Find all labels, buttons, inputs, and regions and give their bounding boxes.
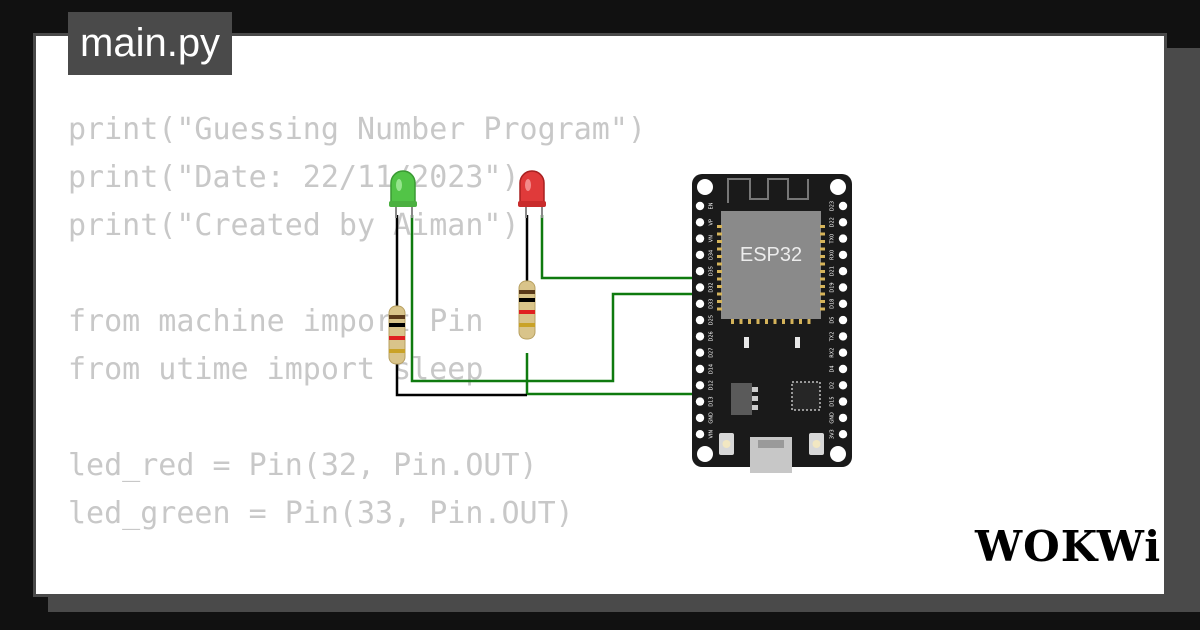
mounting-hole: [697, 446, 713, 462]
header-pin[interactable]: [695, 315, 705, 325]
header-left: [695, 201, 705, 439]
pin-label: D12: [709, 380, 715, 390]
header-pin[interactable]: [838, 430, 848, 439]
green-led[interactable]: [389, 170, 417, 218]
pin-label: VIN: [709, 430, 715, 439]
pin-label: D21: [830, 266, 836, 276]
wire-ground: [395, 348, 527, 397]
code-line: from utime import sleep: [68, 352, 484, 387]
wire-green-led-to-d33: [410, 215, 700, 383]
resistor-red-led[interactable]: [518, 280, 536, 340]
wokwi-logo: WOKWi: [975, 522, 1162, 571]
boot-button[interactable]: [719, 433, 734, 455]
header-pin[interactable]: [838, 283, 848, 292]
header-pin[interactable]: [695, 299, 705, 308]
pin-label: D33: [709, 299, 715, 309]
header-pin[interactable]: [695, 234, 705, 243]
resistor-green-led[interactable]: [388, 305, 406, 365]
header-pin[interactable]: [695, 283, 705, 292]
header-pin[interactable]: [838, 332, 848, 341]
pin-label: TX0: [830, 234, 836, 245]
header-pin[interactable]: [695, 332, 705, 341]
circuit-diagram: ESP32 ENVPVND34D35D32D33D25D26D27D14D12D…: [388, 170, 852, 473]
pin-label: D19: [830, 282, 836, 292]
header-pin[interactable]: [838, 348, 848, 357]
code-line: from machine import Pin: [68, 304, 484, 339]
header-pin[interactable]: [695, 430, 705, 439]
red-led[interactable]: [518, 170, 546, 218]
pin-label: GND: [709, 412, 715, 424]
header-pin[interactable]: [838, 267, 848, 276]
code-line: print("Created by Aiman"): [68, 208, 520, 243]
mounting-hole: [830, 179, 846, 195]
pin-label: D26: [709, 331, 715, 341]
header-pin[interactable]: [695, 201, 705, 211]
code-line: led_red = Pin(32, Pin.OUT): [68, 448, 538, 483]
wires: [395, 215, 700, 397]
header-pin[interactable]: [695, 397, 705, 406]
file-tab[interactable]: main.py: [68, 12, 233, 75]
header-pin[interactable]: [838, 250, 848, 260]
pin-label: D4: [830, 365, 836, 372]
pin-label: D5: [830, 317, 836, 324]
pin-label: RX0: [830, 250, 836, 260]
antenna-trace: [727, 178, 809, 203]
header-pin[interactable]: [838, 315, 848, 325]
header-pin[interactable]: [838, 201, 848, 211]
pin-label: D15: [830, 396, 836, 406]
pin-label: D22: [830, 217, 836, 227]
pin-label: D23: [830, 201, 836, 211]
pin-label: VN: [709, 235, 715, 242]
header-pin[interactable]: [695, 381, 705, 390]
header-pin[interactable]: [838, 299, 848, 308]
header-pin[interactable]: [838, 364, 848, 374]
pin-label: D32: [709, 282, 715, 292]
mounting-hole: [830, 446, 846, 462]
pin-label: D25: [709, 315, 715, 325]
pin-label: D14: [709, 364, 715, 374]
pin-label: D2: [830, 382, 836, 389]
usb-uart-chip: [791, 381, 821, 411]
header-pin[interactable]: [695, 348, 705, 357]
pin-label: D34: [709, 250, 715, 260]
pin-label: D13: [709, 396, 715, 406]
esp32-module: [721, 211, 821, 319]
project-preview-panel: print("Guessing Number Program")print("D…: [33, 33, 1167, 597]
header-pin[interactable]: [695, 267, 705, 276]
header-pin[interactable]: [695, 218, 705, 227]
pin-label: 3V3: [830, 429, 836, 439]
header-pin[interactable]: [695, 250, 705, 260]
pin-label: VP: [709, 219, 715, 225]
header-pin[interactable]: [838, 218, 848, 227]
code-line: led_green = Pin(33, Pin.OUT): [68, 496, 574, 531]
header-pin[interactable]: [838, 397, 848, 406]
header-pin[interactable]: [695, 413, 705, 423]
pin-label: D35: [709, 266, 715, 276]
reset-button[interactable]: [809, 433, 824, 455]
header-pin[interactable]: [838, 234, 848, 243]
header-right: [838, 201, 848, 439]
pin-label: TX2: [830, 332, 836, 343]
chip-label: ESP32: [740, 244, 802, 266]
pin-label: D27: [709, 348, 715, 358]
pin-label: D18: [830, 299, 836, 309]
header-pin[interactable]: [838, 413, 848, 423]
pin-label: RX2: [830, 348, 836, 358]
voltage-regulator: [731, 383, 752, 415]
pin-label: EN: [709, 202, 715, 209]
header-pin[interactable]: [695, 364, 705, 374]
code-preview: print("Guessing Number Program")print("D…: [68, 106, 646, 594]
header-pin[interactable]: [838, 381, 848, 390]
mounting-hole: [697, 179, 713, 195]
wire-red-led-to-d32: [540, 215, 700, 280]
pin-label: GND: [830, 412, 836, 424]
esp32-board[interactable]: ESP32 ENVPVND34D35D32D33D25D26D27D14D12D…: [692, 174, 852, 473]
code-line: l = random.7: [68, 586, 646, 594]
code-line: print("Guessing Number Program"): [68, 112, 646, 147]
